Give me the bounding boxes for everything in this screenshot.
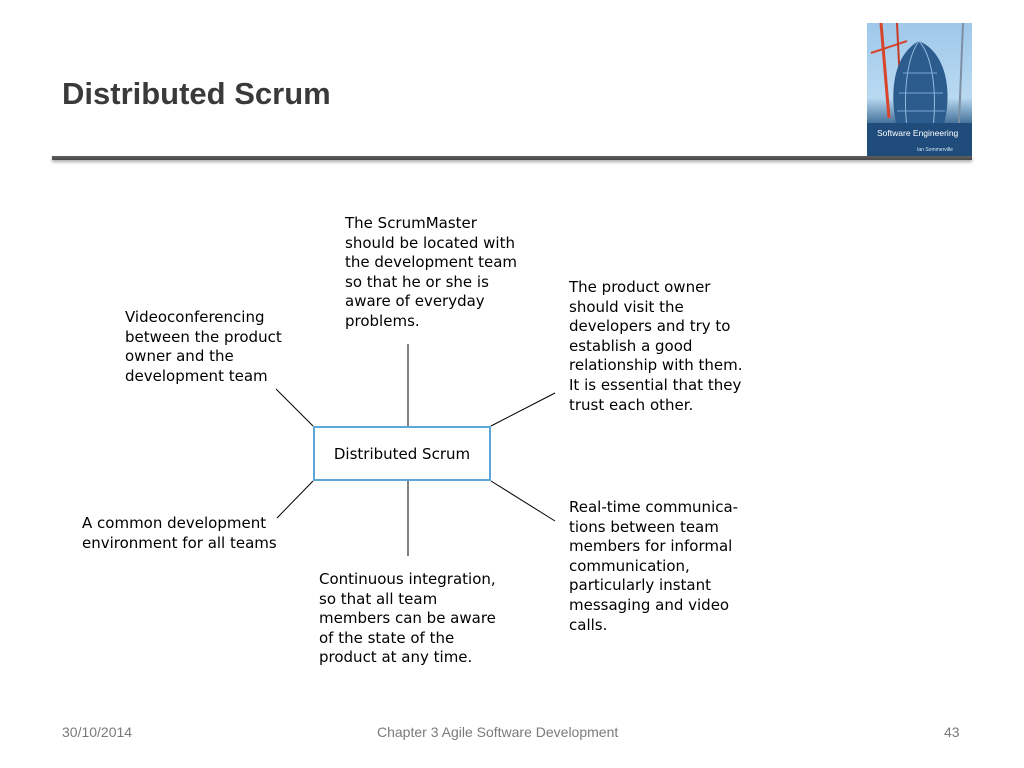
slide-title: Distributed Scrum <box>62 76 331 111</box>
connector-bottom-left <box>276 480 314 519</box>
gherkin-building-icon <box>867 23 972 159</box>
connector-top-right <box>490 392 556 427</box>
book-cover-author: Ian Sommerville <box>917 147 953 153</box>
book-cover-image: Software Engineering Ian Sommerville <box>867 23 972 159</box>
book-cover-title: Software Engineering <box>877 128 959 138</box>
node-top-right: The product owner should visit the devel… <box>569 278 743 414</box>
node-top: The ScrumMaster should be located with t… <box>345 214 518 330</box>
connector-bottom-right <box>490 480 556 522</box>
center-node-label: Distributed Scrum <box>333 444 471 463</box>
title-divider <box>52 156 972 160</box>
center-node: Distributed Scrum <box>313 426 491 481</box>
node-top-left: Videoconferencing between the product ow… <box>125 308 282 385</box>
footer-date: 30/10/2014 <box>62 724 133 740</box>
node-bottom-right: Real-time communica- tions between team … <box>569 498 739 634</box>
footer-page-number: 43 <box>944 724 960 740</box>
node-bottom: Continuous integration, so that all team… <box>319 570 496 667</box>
node-bottom-left: A common development environment for all… <box>82 514 277 552</box>
footer-chapter: Chapter 3 Agile Software Development <box>377 724 619 740</box>
connector-top-left <box>275 388 314 427</box>
